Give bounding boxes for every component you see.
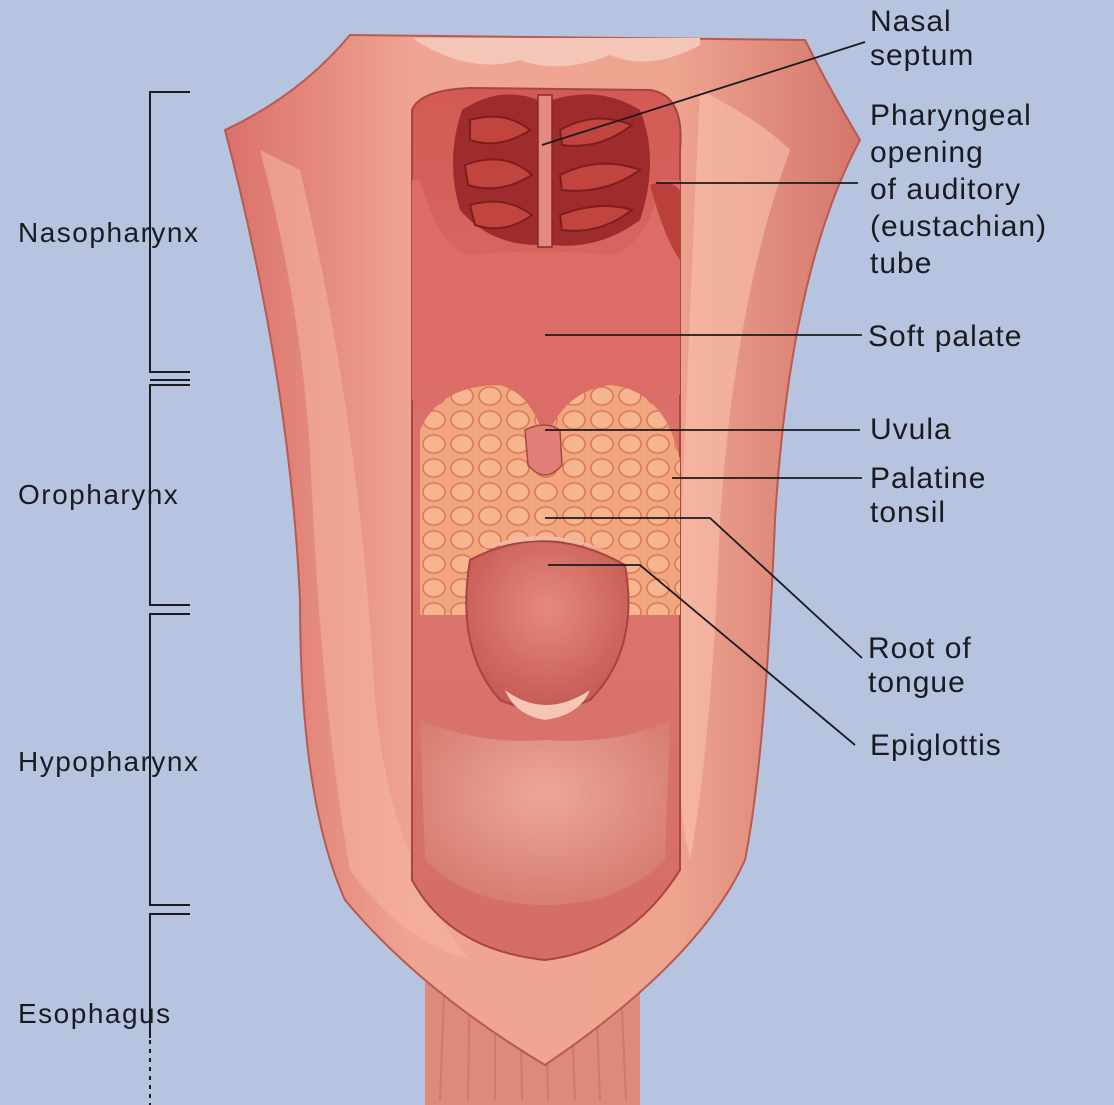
leader-epiglottis [548, 564, 856, 746]
label-auditory-tube: Pharyngeal opening of auditory (eustachi… [870, 99, 1048, 280]
region-brackets [149, 91, 190, 1105]
wall-fold-left [260, 150, 470, 960]
larynx-shape [420, 720, 670, 905]
label-hypopharynx: Hypopharynx [18, 746, 200, 777]
arytenoids [505, 690, 590, 720]
leader-root-of-tongue [545, 517, 863, 659]
label-uvula: Uvula [870, 413, 952, 446]
label-soft-palate: Soft palate [868, 320, 1023, 353]
leader-lines [541, 41, 866, 746]
auditory-tube-opening [650, 182, 680, 260]
label-oropharynx: Oropharynx [18, 479, 180, 510]
label-esophagus: Esophagus [18, 998, 172, 1029]
label-palatine-tonsil: Palatine tonsil [870, 462, 987, 529]
top-rim [415, 38, 700, 67]
nasal-conchae [463, 115, 643, 232]
label-nasal-septum: Nasal septum [870, 5, 975, 72]
epiglottis-shape [480, 536, 615, 555]
wall-fold-right [676, 90, 790, 860]
uvula-shape [524, 424, 563, 476]
label-epiglottis: Epiglottis [870, 729, 1002, 762]
label-root-of-tongue: Root of tongue [868, 632, 972, 699]
label-nasopharynx: Nasopharynx [18, 217, 200, 248]
tongue-root [465, 540, 630, 711]
nasal-septum-shape [537, 94, 553, 248]
leader-nasal-septum [541, 41, 866, 146]
soft-palate-shape [412, 180, 680, 445]
